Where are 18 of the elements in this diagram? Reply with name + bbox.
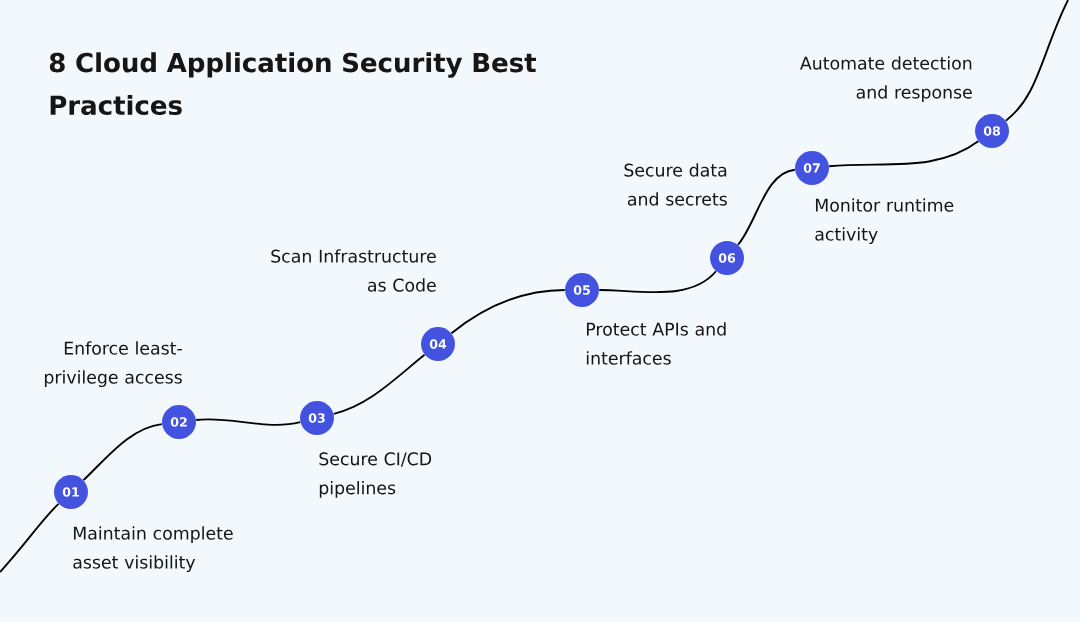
- step-label: Enforce least-privilege access: [44, 341, 182, 388]
- connector-curve: [82, 423, 163, 482]
- connector-curve: [195, 418, 302, 426]
- connector-curve: [1004, 0, 1069, 122]
- connector-curve: [0, 502, 60, 573]
- step-label: Secure data and secrets: [624, 163, 727, 206]
- title: 8 Cloud Application Security Best Practices: [49, 52, 537, 116]
- step-label: Protect APIs and interfaces: [586, 322, 726, 365]
- step-label: Monitor runtime activity: [815, 198, 954, 245]
- step-label: Maintain complete asset visibility: [73, 526, 233, 573]
- connector-curve: [450, 289, 566, 335]
- connector-curve: [332, 353, 426, 415]
- connector-curve: [828, 140, 980, 168]
- step-label: Secure CI/CD pipelines: [319, 452, 432, 498]
- connector-curve: [598, 270, 717, 294]
- step-label: Automate detection and response: [800, 56, 972, 103]
- step-label: Scan Infrastructure as Code: [271, 249, 436, 292]
- connector-curve: [737, 168, 796, 246]
